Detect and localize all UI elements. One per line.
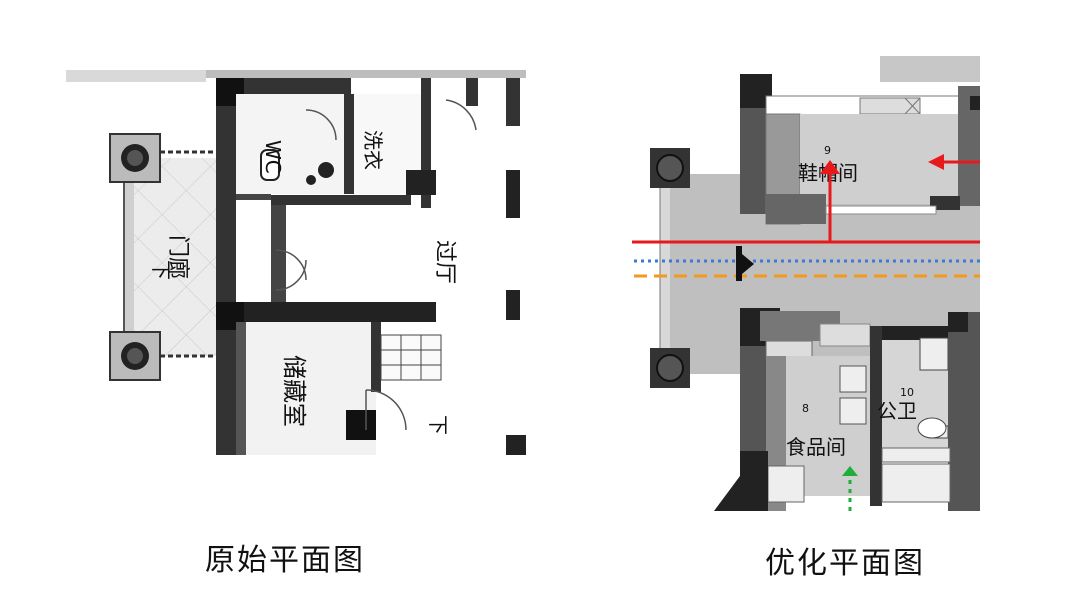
toilet-label: 公卫 <box>877 399 917 423</box>
original-plan-caption: 原始平面图 <box>205 543 365 578</box>
porch-floor <box>124 158 219 356</box>
column-bottom <box>109 331 161 381</box>
original-plan-drawing: WC 洗衣 门廊 下 过厅 储藏室 下 <box>66 70 526 455</box>
column-top-right <box>650 148 690 188</box>
pantry-label: 食品间 <box>786 435 846 459</box>
black-arrow-icon <box>736 246 754 281</box>
wc-label: WC <box>261 140 285 174</box>
shoe-room-number: 9 <box>824 144 831 157</box>
red-left-arrow-icon <box>928 154 944 170</box>
pantry-number: 8 <box>802 402 809 415</box>
porch-down-label: 下 <box>149 260 173 280</box>
hall-label: 过厅 <box>432 240 457 284</box>
storage-label: 储藏室 <box>280 355 308 427</box>
top-wall-strip <box>66 70 206 82</box>
green-up-arrow-icon <box>842 466 858 476</box>
porch-label: 门廊 <box>165 235 190 279</box>
toilet-number: 10 <box>900 386 914 399</box>
laundry-label: 洗衣 <box>361 130 385 170</box>
stair-down-label: 下 <box>426 415 450 435</box>
optimized-plan-drawing: 9 鞋帽间 8 食品间 10 公卫 <box>630 56 980 512</box>
optimized-floor-plan: 9 鞋帽间 8 食品间 10 公卫 <box>630 56 980 512</box>
column-bottom-right <box>650 348 690 388</box>
column-top <box>109 133 161 183</box>
optimized-plan-caption: 优化平面图 <box>765 546 925 581</box>
original-floor-plan: WC 洗衣 门廊 下 过厅 储藏室 下 <box>66 70 526 455</box>
red-up-arrow-icon <box>820 160 840 174</box>
